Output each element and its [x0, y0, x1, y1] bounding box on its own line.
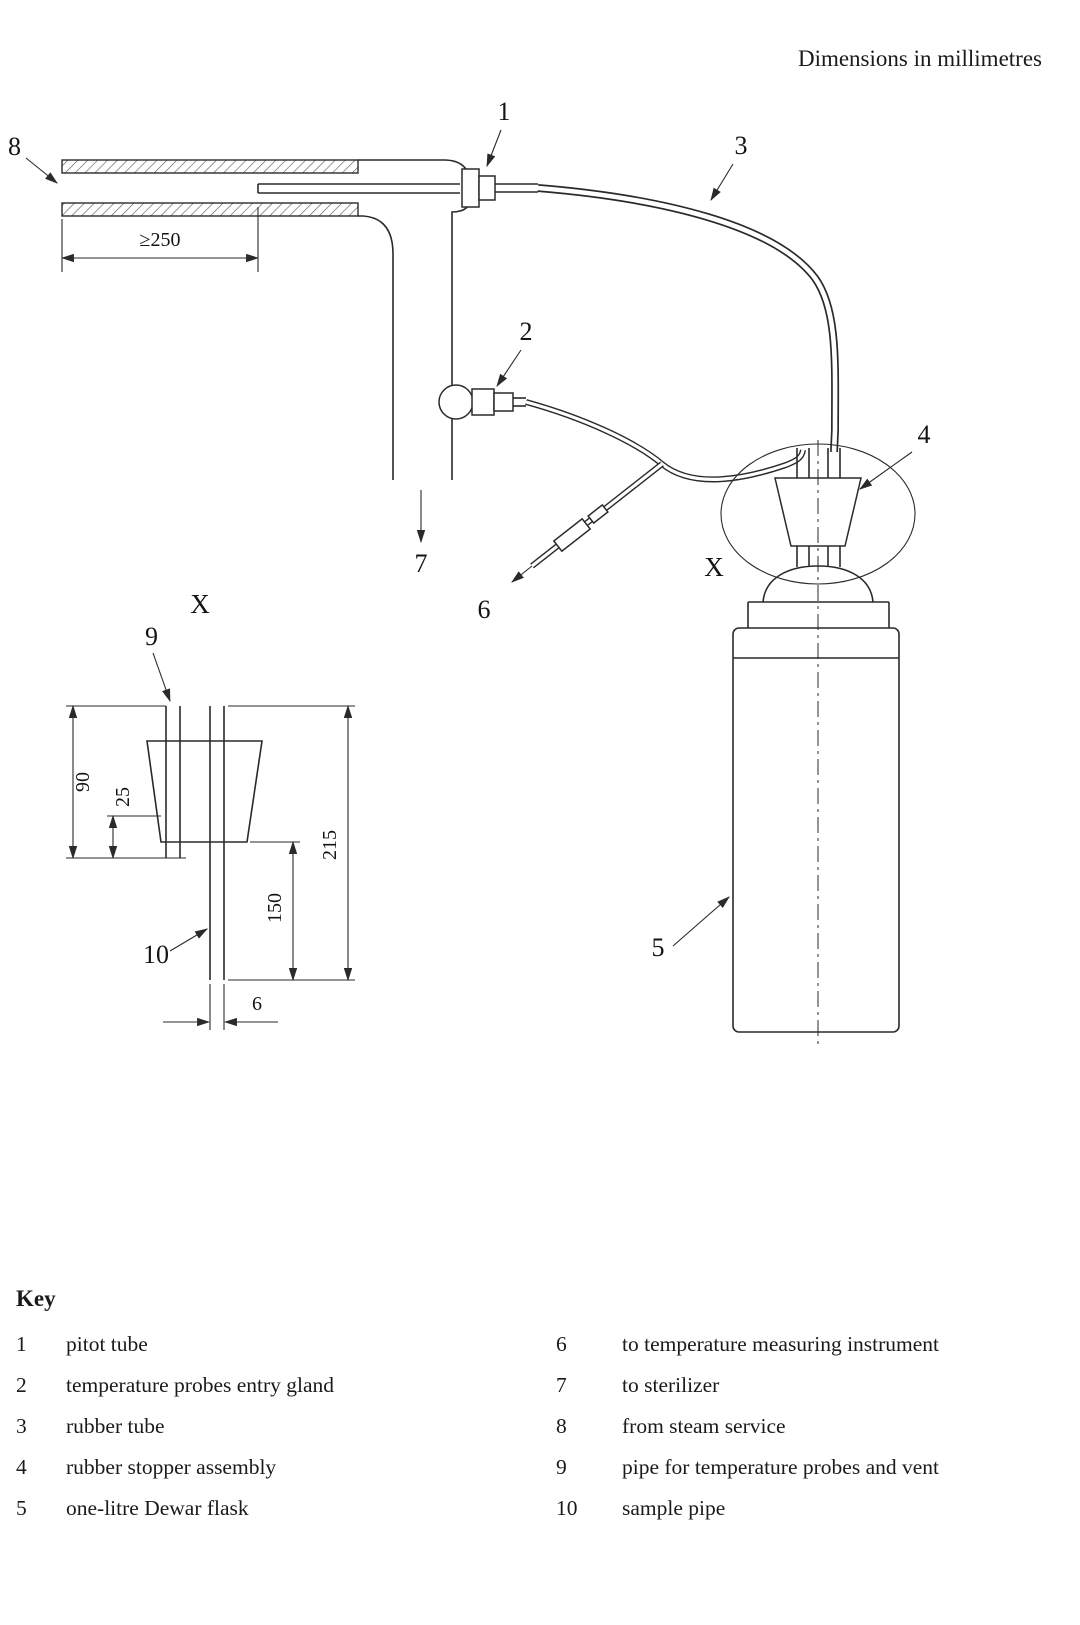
key-num: 10	[556, 1496, 578, 1520]
key-label: pipe for temperature probes and vent	[622, 1455, 939, 1479]
svg-text:150: 150	[264, 893, 286, 923]
callout-3: 3	[735, 131, 748, 160]
key-label: temperature probes entry gland	[66, 1373, 335, 1397]
key-label: pitot tube	[66, 1332, 148, 1356]
detail-x: X 9 10 90 25 215 150	[66, 589, 355, 1030]
key-num: 2	[16, 1373, 27, 1397]
callouts-main: 8 1 3 2 7 6 4 5 X	[8, 97, 931, 962]
detail-stopper	[146, 740, 263, 843]
key-heading: Key	[16, 1286, 56, 1311]
detail-circle	[720, 443, 916, 585]
elbow-pipe	[358, 159, 472, 480]
key-label: rubber tube	[66, 1414, 165, 1438]
units-note: Dimensions in millimetres	[797, 46, 1042, 71]
key-num: 7	[556, 1373, 567, 1397]
key-label: from steam service	[622, 1414, 786, 1438]
callout-2: 2	[520, 317, 533, 346]
callout-7: 7	[415, 549, 428, 578]
key-num: 3	[16, 1414, 27, 1438]
key-num: 1	[16, 1332, 27, 1356]
key-num: 6	[556, 1332, 567, 1356]
detail-title: X	[190, 589, 210, 619]
svg-text:25: 25	[112, 787, 134, 807]
svg-text:6: 6	[252, 993, 262, 1015]
pitot-fitting	[461, 168, 538, 208]
key-num: 4	[16, 1455, 27, 1479]
callout-9: 9	[145, 622, 158, 651]
pitot-tube	[257, 183, 460, 194]
probe-entry-gland	[438, 384, 526, 420]
key-num: 9	[556, 1455, 567, 1479]
key-label: sample pipe	[622, 1496, 726, 1520]
callout-8: 8	[8, 132, 21, 161]
svg-text:215: 215	[319, 830, 341, 860]
dewar-flask	[732, 440, 900, 1048]
callout-6: 6	[478, 595, 491, 624]
dimension-pipe-length: ≥250	[60, 207, 260, 272]
detail-marker-label: X	[704, 552, 724, 582]
steam-pipe	[61, 159, 359, 217]
key-label: rubber stopper assembly	[66, 1455, 277, 1479]
callout-4: 4	[918, 420, 931, 449]
instrument-connector	[511, 503, 609, 583]
key-num: 8	[556, 1414, 567, 1438]
callout-10: 10	[143, 940, 169, 969]
key-label: to temperature measuring instrument	[622, 1332, 940, 1356]
rubber-tube	[537, 184, 840, 453]
key-label: to sterilizer	[622, 1373, 720, 1397]
key-num: 5	[16, 1496, 27, 1520]
key-section: Key 1 pitot tube 6 to temperature measur…	[16, 1286, 1056, 1521]
callout-5: 5	[652, 933, 665, 962]
key-label: one-litre Dewar flask	[66, 1496, 249, 1520]
svg-text:≥250: ≥250	[140, 229, 181, 251]
callout-1: 1	[498, 97, 511, 126]
svg-text:90: 90	[72, 772, 94, 792]
